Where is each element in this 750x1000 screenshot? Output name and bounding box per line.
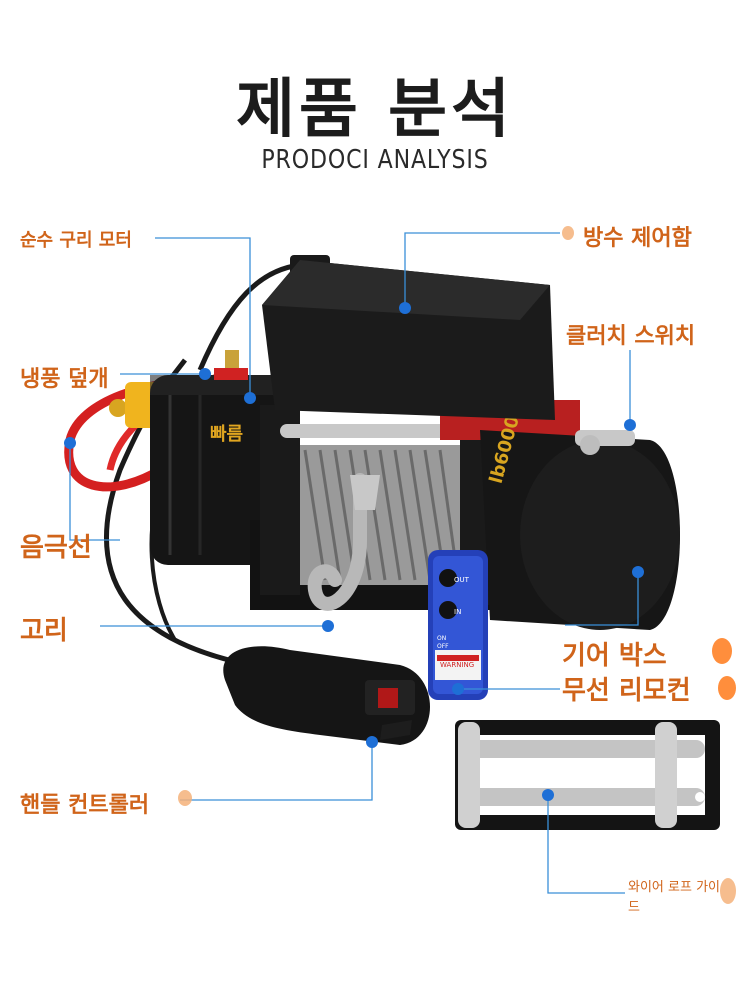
top-cable (197, 262, 301, 371)
fairlead-roller-top (470, 740, 705, 758)
remote-warning: WARNING (440, 661, 474, 669)
label-wireless-remote: 무선 리모컨 (562, 676, 691, 706)
remote-button-in: IN (454, 608, 461, 616)
glow-decoration (718, 676, 736, 700)
leader-gearbox (565, 572, 639, 626)
label-waterproof-control-box: 방수 제어함 (583, 226, 692, 251)
dot-fairlead (542, 789, 554, 801)
dot-handle (366, 736, 378, 748)
label-handle-controller: 핸들 컨트롤러 (20, 793, 150, 818)
label-cooling-cover: 냉풍 덮개 (20, 367, 109, 392)
dot-cooling (199, 368, 211, 380)
remote-off: OFF (437, 643, 449, 650)
label-wire-rope-guide: 와이어 로프 가이드 (628, 880, 720, 915)
label-clutch-switch: 클러치 스위치 (566, 324, 696, 349)
leader-negative (69, 443, 120, 541)
dot-negative (64, 437, 76, 449)
glow-decoration (562, 226, 574, 240)
dot-clutch (624, 419, 636, 431)
glow-decoration (720, 878, 736, 904)
cable-terminal (109, 399, 127, 417)
dot-remote (452, 683, 464, 695)
label-hook: 고리 (20, 616, 68, 646)
label-pure-copper-motor: 순수 구리 모터 (20, 230, 132, 251)
leader-handle (180, 742, 373, 801)
remote-on: ON (437, 635, 446, 642)
glow-decoration (178, 790, 192, 806)
label-gearbox: 기어 박스 (562, 641, 667, 671)
dot-gearbox (632, 566, 644, 578)
label-negative-wire: 음극선 (20, 533, 92, 563)
fairlead-roller-bottom (470, 788, 705, 806)
leader-fairlead (547, 795, 625, 894)
label-fast: 빠름 (210, 424, 244, 445)
leader-control-box (404, 232, 560, 308)
page-title: 제품 분석 (236, 73, 514, 147)
dot-hook (322, 620, 334, 632)
remote-button-out: OUT (454, 576, 470, 584)
leader-motor (155, 237, 251, 398)
dot-motor (244, 392, 256, 404)
dot-control-box (399, 302, 411, 314)
motor-body (150, 375, 290, 565)
handle-controller (223, 646, 430, 745)
glow-decoration (712, 638, 732, 664)
winch-hook (307, 473, 367, 611)
page-subtitle: PRODOCI ANALYSIS (261, 145, 489, 175)
tie-rod (280, 424, 470, 438)
